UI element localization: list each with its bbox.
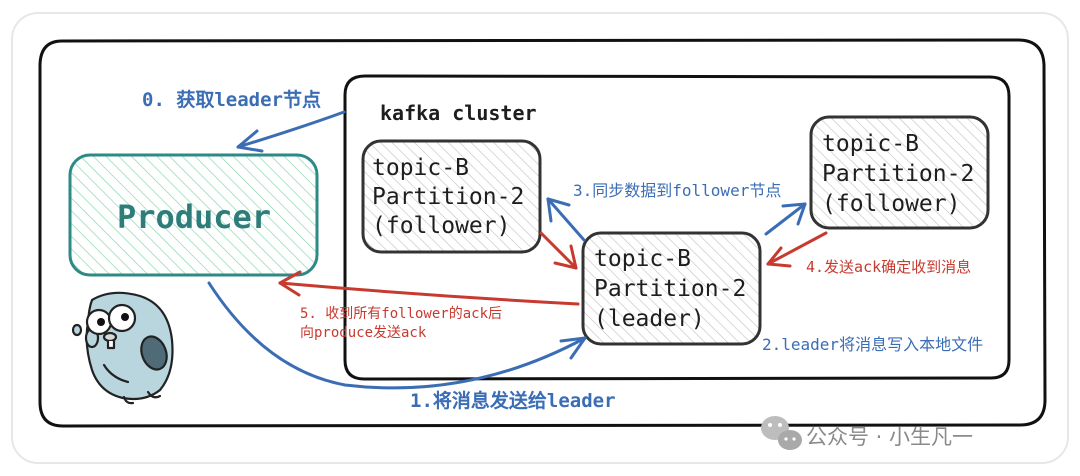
step-1-label: 1.将消息发送给leader <box>410 389 616 412</box>
arrow-sync-right <box>764 202 807 236</box>
arrow-ack-left <box>539 231 578 270</box>
arrow-ack-producer <box>278 270 580 306</box>
follower-left-box: topic-B Partition-2 (follower) <box>361 139 542 254</box>
watermark: 公众号 · 小生凡一 <box>761 416 973 450</box>
leader-line-3: (leader) <box>594 306 705 332</box>
cluster-label: kafka cluster <box>380 101 537 125</box>
main-frame <box>38 38 1047 428</box>
leader-box: topic-B Partition-2 (leader) <box>581 231 762 346</box>
step-5-label-line-2: 向produce发送ack <box>300 325 427 341</box>
step-5-label-line-1: 5. 收到所有follower的ack后 <box>300 306 502 322</box>
follower-left-line-1: topic-B <box>372 155 469 181</box>
step-0-label: 0. 获取leader节点 <box>142 88 321 111</box>
follower-right-line-1: topic-B <box>822 131 919 157</box>
gopher-mascot-illustration <box>71 291 174 405</box>
cluster-frame <box>343 74 1011 381</box>
watermark-text: 公众号 · 小生凡一 <box>806 425 973 449</box>
arrow-ack-right <box>766 231 828 268</box>
follower-left-line-2: Partition-2 <box>372 184 524 210</box>
follower-right-box: topic-B Partition-2 (follower) <box>809 115 990 230</box>
follower-left-line-3: (follower) <box>372 213 510 239</box>
step-2-label: 2.leader将消息写入本地文件 <box>762 335 983 354</box>
arrow-get-leader <box>236 110 346 153</box>
follower-right-line-2: Partition-2 <box>822 161 974 187</box>
leader-line-2: Partition-2 <box>594 276 746 302</box>
arrow-send-message <box>207 281 587 390</box>
wechat-icon <box>761 416 802 450</box>
step-4-label: 4.发送ack确定收到消息 <box>806 258 971 276</box>
follower-right-line-3: (follower) <box>822 191 960 217</box>
leader-line-1: topic-B <box>594 246 691 272</box>
producer-box: Producer <box>68 153 319 277</box>
producer-label: Producer <box>117 198 271 236</box>
arrow-sync-left <box>546 197 586 242</box>
step-3-label: 3.同步数据到follower节点 <box>573 181 781 200</box>
